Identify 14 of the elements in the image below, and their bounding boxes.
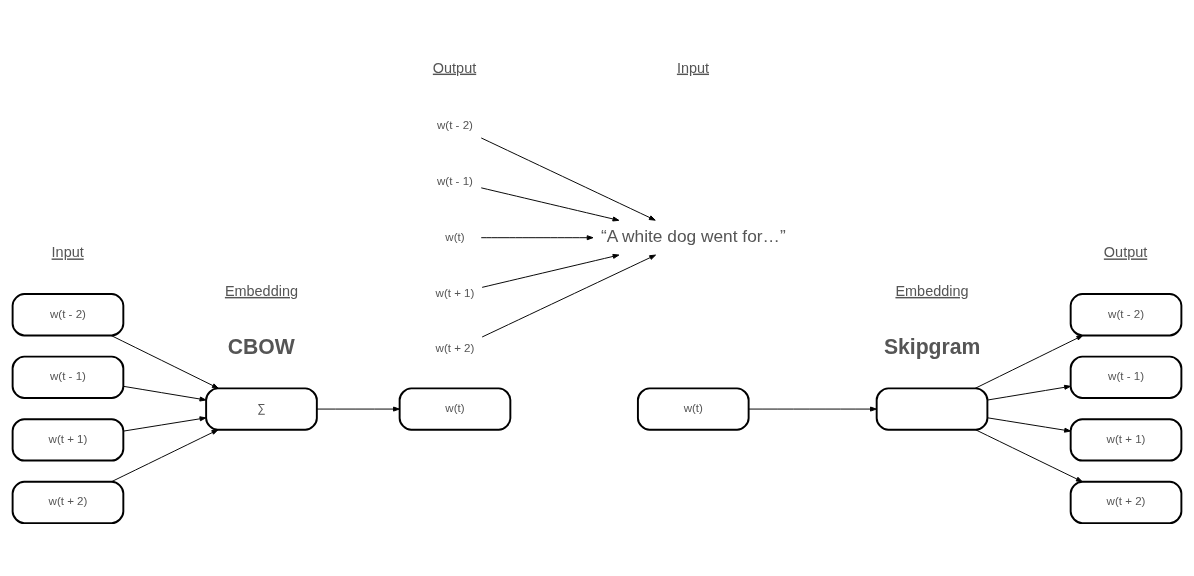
node-text: w(t + 2) <box>435 342 475 355</box>
node-text: w(t - 2) <box>437 119 473 131</box>
label: Skipgram <box>883 334 981 358</box>
node-text: w(t + 1) <box>435 286 475 299</box>
label: CBOW <box>227 334 295 358</box>
label: Embedding <box>224 282 298 299</box>
label: Input <box>51 244 84 261</box>
node-text: w(t - 1) <box>437 174 473 187</box>
node-text: “A white dog went for…” <box>600 225 786 246</box>
label: Output <box>1103 244 1148 261</box>
label: Output <box>432 59 477 76</box>
node-text: w(t) <box>445 230 465 243</box>
label: Input <box>676 59 710 76</box>
label: Embedding <box>895 282 969 299</box>
